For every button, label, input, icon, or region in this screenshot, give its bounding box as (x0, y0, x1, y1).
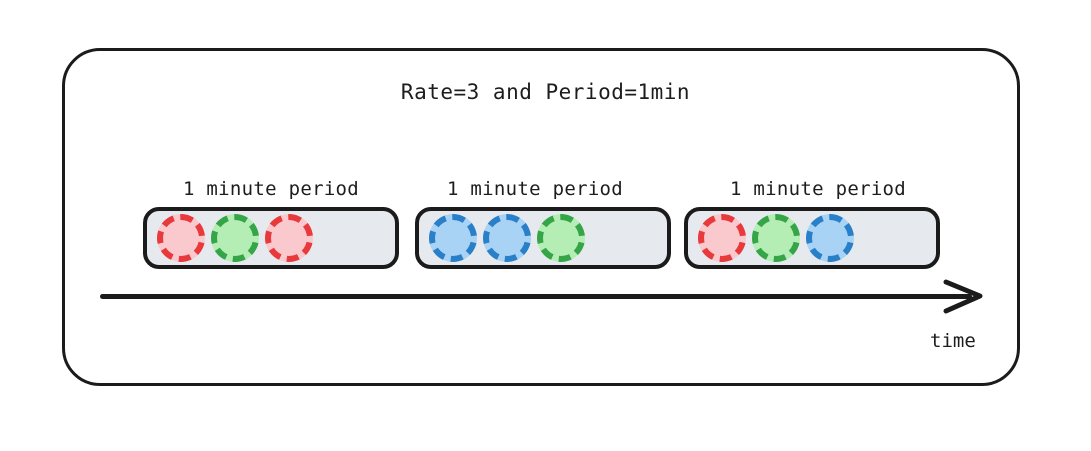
request-token-green (537, 214, 585, 262)
request-token-blue (429, 214, 477, 262)
period-pill (684, 207, 940, 269)
request-token-red (698, 214, 746, 262)
period-group: 1 minute period (143, 178, 399, 269)
request-token-blue (806, 214, 854, 262)
time-axis-line (100, 294, 972, 299)
diagram-outer-frame (62, 48, 1020, 386)
request-token-blue (483, 214, 531, 262)
period-group: 1 minute period (684, 178, 940, 269)
period-label: 1 minute period (182, 178, 360, 200)
period-group: 1 minute period (415, 178, 671, 269)
diagram-title: Rate=3 and Period=1min (400, 80, 691, 104)
period-pill (415, 207, 671, 269)
time-axis-label: time (930, 330, 976, 352)
period-label: 1 minute period (729, 178, 907, 200)
request-token-red (157, 214, 205, 262)
request-token-green (211, 214, 259, 262)
period-pill (143, 207, 399, 269)
request-token-green (752, 214, 800, 262)
period-label: 1 minute period (446, 178, 624, 200)
time-arrow-head-icon (940, 272, 988, 320)
request-token-red (265, 214, 313, 262)
